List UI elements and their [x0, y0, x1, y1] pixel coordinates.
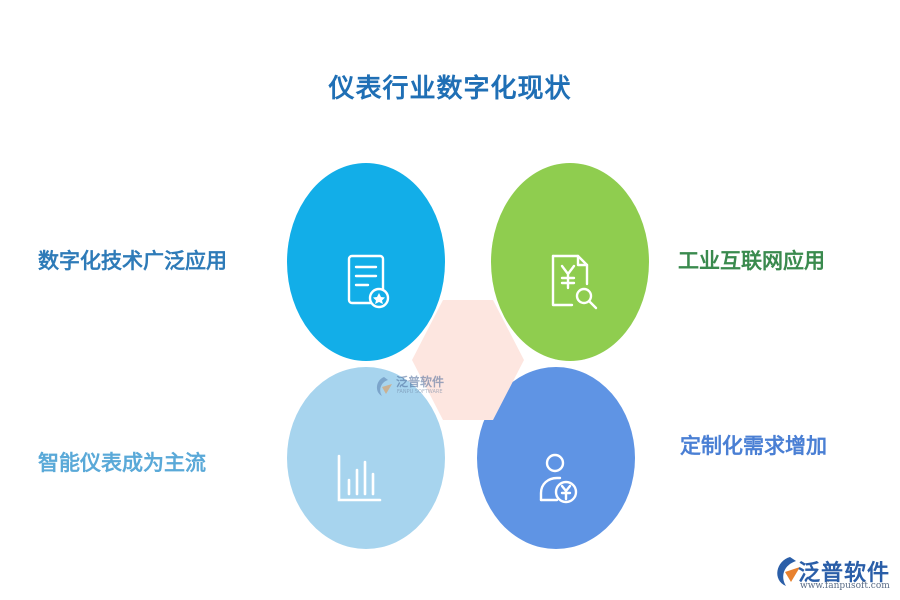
- brand-name: 泛普软件: [798, 561, 891, 586]
- certificate-document-icon: [347, 254, 390, 309]
- petal-bottom-right: [477, 367, 635, 549]
- user-yuan-icon: [539, 453, 578, 504]
- bar-chart-icon: [337, 454, 382, 502]
- center-hexagon: [412, 300, 524, 420]
- petal-top-right: [491, 163, 649, 361]
- petal-top-left: [287, 163, 445, 361]
- label-top-right: 工业互联网应用: [678, 249, 825, 273]
- center-watermark: 泛普软件 FANPU SOFTWARE: [374, 373, 454, 403]
- center-watermark-logo-icon: [376, 377, 392, 396]
- yuan-document-search-icon: [551, 254, 598, 310]
- center-watermark-name: 泛普软件: [396, 375, 445, 389]
- petal-bottom-left: [287, 367, 445, 549]
- brand-url: www.fanpusoft.com: [800, 581, 890, 591]
- brand-logo-icon: [777, 557, 800, 586]
- label-bottom-left: 智能仪表成为主流: [38, 451, 206, 475]
- page-title: 仪表行业数字化现状: [328, 74, 572, 104]
- label-bottom-right: 定制化需求增加: [680, 434, 827, 458]
- label-top-left: 数字化技术广泛应用: [38, 249, 227, 273]
- center-watermark-sub: FANPU SOFTWARE: [397, 389, 443, 395]
- brand-watermark: 泛普软件 www.fanpusoft.com: [770, 553, 895, 593]
